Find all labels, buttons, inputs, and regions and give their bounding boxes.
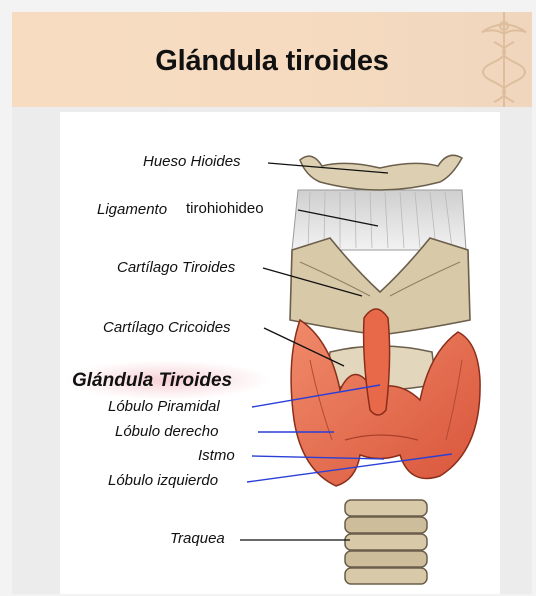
label-ligamento: Ligamento	[97, 201, 167, 219]
label-traquea: Traquea	[170, 530, 225, 548]
label-istmo: Istmo	[198, 447, 235, 465]
label-cartilago-tiroides: Cartílago Tiroides	[117, 259, 235, 277]
thyroid-gland	[291, 309, 480, 486]
label-lobulo-derecho: Lóbulo derecho	[115, 423, 218, 441]
label-glandula-tiroides: Glándula Tiroides	[72, 370, 232, 392]
label-lobulo-piramidal: Lóbulo Piramidal	[108, 398, 220, 416]
label-cartilago-cricoides: Cartílago Cricoides	[103, 319, 231, 337]
label-tirohiohideo: tirohiohideo	[186, 200, 264, 218]
label-hueso-hioides: Hueso Hioides	[143, 153, 241, 171]
label-lobulo-izquierdo: Lóbulo izquierdo	[108, 472, 218, 490]
trachea	[345, 500, 427, 584]
